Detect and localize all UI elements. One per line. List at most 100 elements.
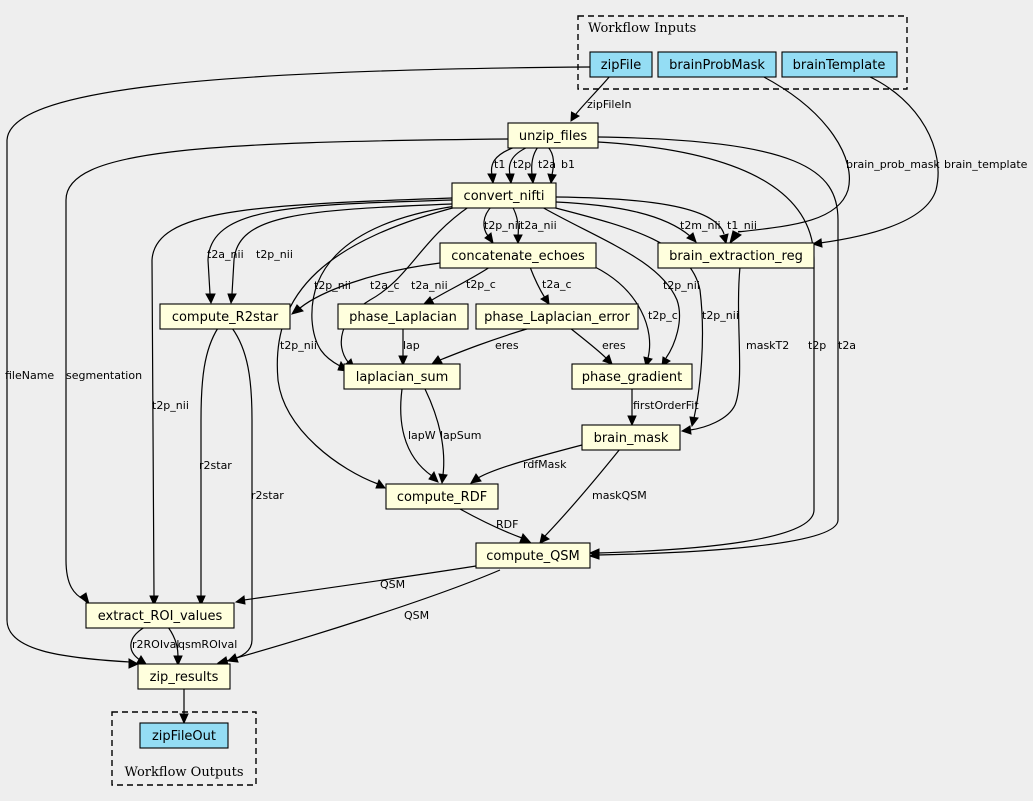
node-extract-roi-values-label: extract_ROI_values bbox=[98, 609, 223, 624]
edge-label-brainmask-t2p: t2p_nii bbox=[702, 309, 739, 322]
edge-label-brain-template: brain_template bbox=[944, 158, 1028, 171]
edge-label-phasegrad-t2p: t2p_nii bbox=[663, 279, 700, 292]
node-zipfile-label: zipFile bbox=[601, 58, 641, 73]
edge-label-eres-lapsum: eres bbox=[495, 339, 519, 352]
node-brain-mask-label: brain_mask bbox=[594, 431, 669, 446]
node-brainprobmask[interactable]: brainProbMask bbox=[657, 51, 777, 78]
workflow-inputs-label: Workflow Inputs bbox=[588, 21, 696, 36]
edge-brainprobmask-extraction bbox=[729, 75, 850, 245]
edge-unzip-convert-b1 bbox=[547, 146, 557, 185]
edge-label-r2roival: r2ROIval bbox=[132, 638, 179, 651]
edge-label-phasegrad-t2pc: t2p_c bbox=[648, 309, 678, 322]
edge-convert-concat-t2a bbox=[511, 205, 523, 245]
edge-label-lapsum-t2a: t2a_nii bbox=[411, 279, 448, 292]
node-brain-mask[interactable]: brain_mask bbox=[581, 424, 681, 451]
edge-extraction-brainmask bbox=[680, 266, 741, 435]
edge-label-firstorderfit: firstOrderFit bbox=[633, 399, 699, 412]
node-phase-gradient-label: phase_gradient bbox=[582, 370, 683, 385]
edge-phaselaperr-phasegrad bbox=[569, 327, 613, 365]
node-laplacian-sum-label: laplacian_sum bbox=[356, 370, 449, 385]
edge-label-extractroi-t2p: t2p_nii bbox=[152, 399, 189, 412]
edge-phasegrad-brainmask bbox=[627, 389, 637, 427]
edge-label-r2star-roi: r2star bbox=[199, 459, 232, 472]
node-compute-r2star-label: compute_R2star bbox=[172, 310, 279, 325]
edge-unzip-extractroi bbox=[65, 138, 509, 606]
node-brain-extraction-reg[interactable]: brain_extraction_reg bbox=[657, 242, 815, 269]
edge-rdf-qsm bbox=[459, 508, 532, 543]
node-unzip-files-label: unzip_files bbox=[519, 129, 587, 144]
edge-zipfile-zipresults bbox=[6, 66, 591, 669]
graph-nodes: zipFile brainProbMask brainTemplate unzi… bbox=[85, 51, 898, 749]
edge-unzip-qsm-t2a bbox=[588, 136, 839, 560]
node-concatenate-echoes[interactable]: concatenate_echoes bbox=[439, 242, 597, 269]
edge-label-concat-t2a: t2a_nii bbox=[520, 219, 557, 232]
node-zip-results[interactable]: zip_results bbox=[137, 663, 231, 690]
node-phase-laplacian-error-label: phase_Laplacian_error bbox=[484, 310, 630, 325]
edge-label-r2star-t2ac: t2a_c bbox=[370, 279, 400, 292]
node-compute-rdf[interactable]: compute_RDF bbox=[385, 483, 499, 510]
edge-label-phaselaperr-t2ac: t2a_c bbox=[542, 278, 572, 291]
edge-label-lapw: lapW bbox=[408, 429, 436, 442]
node-zipfile[interactable]: zipFile bbox=[589, 51, 653, 78]
edge-label-b1: b1 bbox=[561, 158, 575, 171]
edge-brainmask-rdf bbox=[470, 444, 583, 484]
edge-label-r2star-t2p: t2p_nii bbox=[256, 248, 293, 261]
node-compute-r2star[interactable]: compute_R2star bbox=[159, 303, 291, 330]
edge-r2star-extractroi bbox=[196, 327, 219, 607]
node-compute-qsm-label: compute_QSM bbox=[486, 549, 580, 564]
edge-convert-concat-t2p bbox=[483, 205, 494, 245]
edge-label-rdfmask: rdfMask bbox=[523, 458, 567, 471]
edge-label-rdf: RDF bbox=[496, 518, 518, 531]
node-braintemplate-label: brainTemplate bbox=[793, 58, 886, 73]
edge-qsm-zipresults bbox=[226, 569, 501, 663]
node-unzip-files[interactable]: unzip_files bbox=[507, 122, 599, 149]
edge-convert-r2star-t2p bbox=[227, 203, 453, 305]
graph-edges: zipFileIn brain_prob_mask brain_template… bbox=[5, 66, 1028, 725]
edge-label-qsm-zip: QSM bbox=[404, 609, 429, 622]
edge-label-qsm-t2p: t2p bbox=[808, 339, 826, 352]
edge-braintemplate-extraction bbox=[811, 75, 939, 248]
edge-zipfile-unzip bbox=[570, 75, 611, 122]
edge-convert-extraction-t1 bbox=[555, 196, 729, 245]
edge-label-t1: t1 bbox=[494, 158, 505, 171]
edge-label-lapsum: lapSum bbox=[440, 429, 481, 442]
edge-label-zipfilein: zipFileIn bbox=[587, 98, 631, 111]
node-phase-laplacian[interactable]: phase_Laplacian bbox=[337, 303, 469, 330]
edge-label-qsm-t2a: t2a bbox=[838, 339, 856, 352]
edge-unzip-convert-t1 bbox=[487, 146, 516, 185]
edge-extractroi-zip-qsm bbox=[167, 626, 183, 667]
edge-label-eres-phasegrad: eres bbox=[602, 339, 626, 352]
edge-lapsum-rdf-lapsum bbox=[424, 388, 448, 485]
node-phase-laplacian-error[interactable]: phase_Laplacian_error bbox=[475, 303, 639, 330]
edge-phaselap-lapsum bbox=[398, 328, 408, 367]
node-concatenate-echoes-label: concatenate_echoes bbox=[451, 249, 585, 264]
edge-label-filename: fileName bbox=[5, 369, 54, 382]
node-zipfileout[interactable]: zipFileOut bbox=[139, 722, 229, 749]
workflow-outputs-label: Workflow Outputs bbox=[125, 765, 244, 780]
node-convert-nifti-label: convert_nifti bbox=[464, 189, 545, 204]
node-convert-nifti[interactable]: convert_nifti bbox=[451, 182, 557, 209]
node-extract-roi-values[interactable]: extract_ROI_values bbox=[85, 602, 235, 629]
node-compute-qsm[interactable]: compute_QSM bbox=[475, 542, 591, 569]
workflow-inputs-cluster: Workflow Inputs bbox=[577, 15, 908, 90]
edge-label-maskt2: maskT2 bbox=[746, 339, 789, 352]
edge-convert-r2star-t2a bbox=[205, 199, 453, 305]
edge-label-t2p: t2p bbox=[513, 158, 531, 171]
edge-label-brain-prob-mask: brain_prob_mask bbox=[846, 158, 940, 171]
node-phase-gradient[interactable]: phase_gradient bbox=[571, 363, 693, 390]
edge-label-phaselap-t2pc: t2p_c bbox=[466, 278, 496, 291]
node-brainprobmask-label: brainProbMask bbox=[669, 58, 765, 73]
edge-convert-extraction-t2m bbox=[555, 201, 697, 243]
edge-label-t1-nii: t1_nii bbox=[727, 219, 757, 232]
node-braintemplate[interactable]: brainTemplate bbox=[781, 51, 898, 78]
node-compute-rdf-label: compute_RDF bbox=[397, 490, 487, 505]
node-laplacian-sum[interactable]: laplacian_sum bbox=[343, 363, 461, 390]
edge-label-qsm-roi: QSM bbox=[380, 578, 405, 591]
edge-label-r2star-t2a: t2a_nii bbox=[207, 248, 244, 261]
edge-label-t2m-nii: t2m_nii bbox=[680, 219, 721, 232]
edge-unzip-convert-t2a bbox=[527, 146, 539, 185]
edge-label-segmentation: segmentation bbox=[66, 369, 142, 382]
edge-brainmask-qsm bbox=[539, 448, 621, 544]
node-brain-extraction-reg-label: brain_extraction_reg bbox=[669, 249, 803, 264]
